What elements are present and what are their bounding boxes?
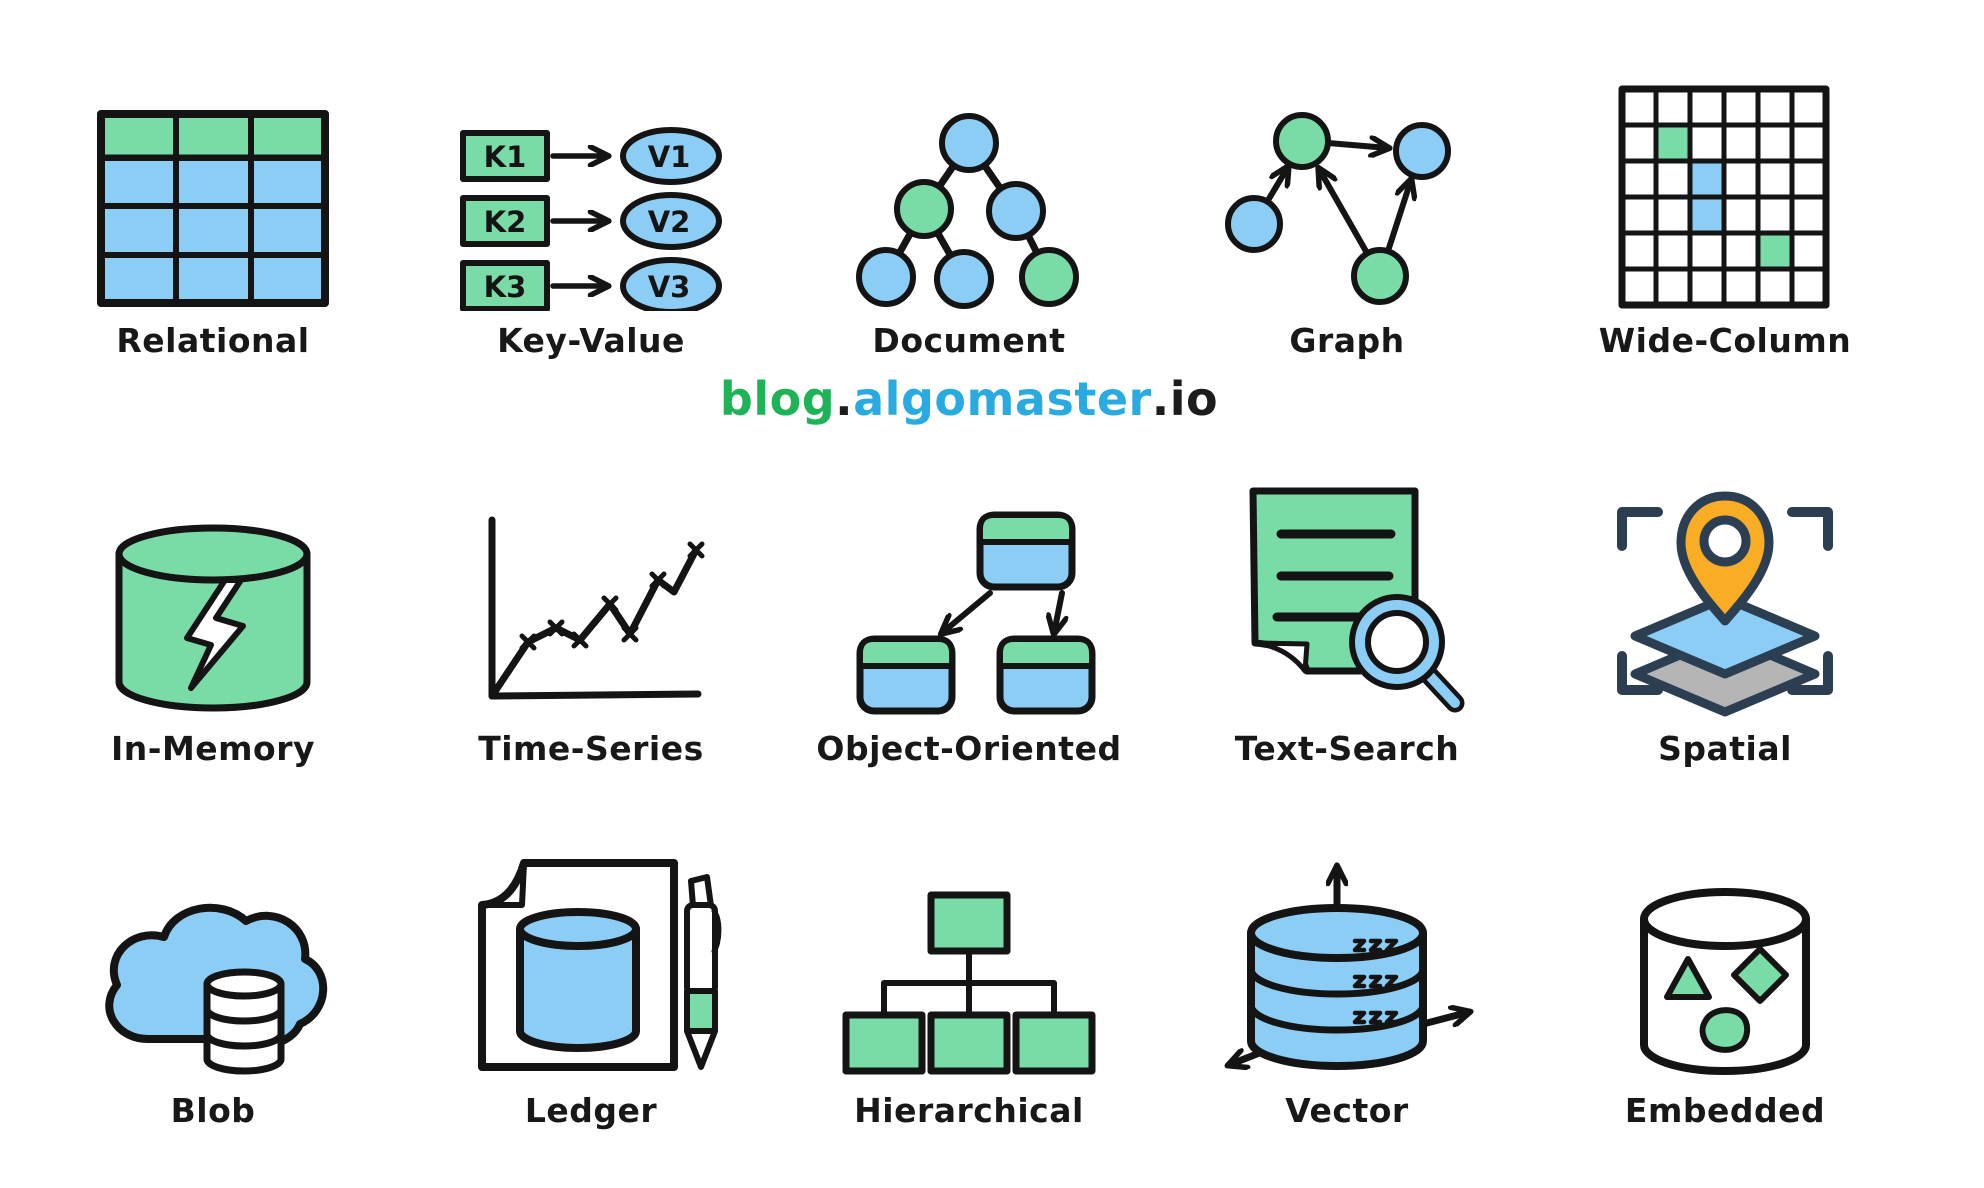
object-oriented-icon (838, 509, 1100, 719)
text-search-icon (1225, 479, 1470, 719)
card-label: Blob (170, 1091, 256, 1130)
card-label: Hierarchical (854, 1091, 1084, 1130)
card-label: Relational (116, 321, 310, 360)
card-label: Key-Value (497, 321, 685, 360)
svg-text:V3: V3 (648, 270, 691, 304)
card-text-search: Text-Search (1158, 438, 1536, 768)
card-label: Ledger (524, 1091, 658, 1130)
brand-algomaster: algomaster (853, 372, 1152, 426)
card-graph: Graph (1158, 20, 1536, 360)
brand-dot: . (835, 372, 854, 426)
wide-column-grid-icon (1617, 85, 1833, 311)
card-label: Text-Search (1234, 729, 1460, 768)
card-label: Time-Series (478, 729, 704, 768)
card-label: Spatial (1658, 729, 1792, 768)
ledger-page-pen-icon (460, 849, 722, 1081)
card-time-series: Time-Series (402, 438, 780, 768)
time-series-chart-icon (466, 504, 716, 719)
card-spatial: Spatial (1536, 438, 1914, 768)
spatial-map-pin-icon (1600, 484, 1850, 719)
key-value-icon: K1 V1 K2 V2 K3 V3 (457, 121, 725, 311)
card-label: Vector (1285, 1091, 1409, 1130)
card-in-memory: In-Memory (24, 438, 402, 768)
svg-text:V1: V1 (648, 140, 691, 174)
brand-blog: blog (719, 372, 836, 426)
blob-cloud-icon (86, 876, 341, 1081)
card-vector: Vector (1158, 768, 1536, 1130)
svg-text:V2: V2 (648, 205, 691, 239)
row-1: Relational K1 V1 K2 V2 K3 (24, 20, 1914, 360)
card-label: Object-Oriented (816, 729, 1122, 768)
card-key-value: K1 V1 K2 V2 K3 V3 Key-Value (402, 20, 780, 360)
card-hierarchical: Hierarchical (780, 768, 1158, 1130)
card-label: Graph (1289, 321, 1405, 360)
brand-dot: . (1151, 372, 1170, 426)
card-label: Embedded (1624, 1091, 1826, 1130)
embedded-cylinder-icon (1608, 865, 1842, 1081)
vector-cylinder-icon (1213, 853, 1481, 1081)
svg-text:K1: K1 (484, 140, 527, 174)
card-relational: Relational (24, 20, 402, 360)
card-document: Document (780, 20, 1158, 360)
in-memory-cylinder-icon (103, 514, 323, 719)
card-wide-column: Wide-Column (1536, 20, 1914, 360)
row-2: In-Memory Time-Series (24, 438, 1914, 768)
hierarchical-orgchart-icon (836, 891, 1102, 1081)
brand-title: blog.algomaster.io (24, 360, 1914, 438)
svg-text:K2: K2 (484, 205, 527, 239)
card-label: In-Memory (110, 729, 316, 768)
row-3: Blob Ledger (24, 768, 1914, 1188)
card-label: Document (872, 321, 1066, 360)
svg-text:K3: K3 (484, 270, 527, 304)
card-object-oriented: Object-Oriented (780, 438, 1158, 768)
card-embedded: Embedded (1536, 768, 1914, 1130)
document-tree-icon (844, 111, 1094, 311)
relational-table-icon (93, 106, 333, 311)
card-ledger: Ledger (402, 768, 780, 1130)
card-label: Wide-Column (1598, 321, 1852, 360)
graph-nodes-icon (1222, 106, 1472, 311)
brand-io: io (1169, 372, 1219, 426)
card-blob: Blob (24, 768, 402, 1130)
